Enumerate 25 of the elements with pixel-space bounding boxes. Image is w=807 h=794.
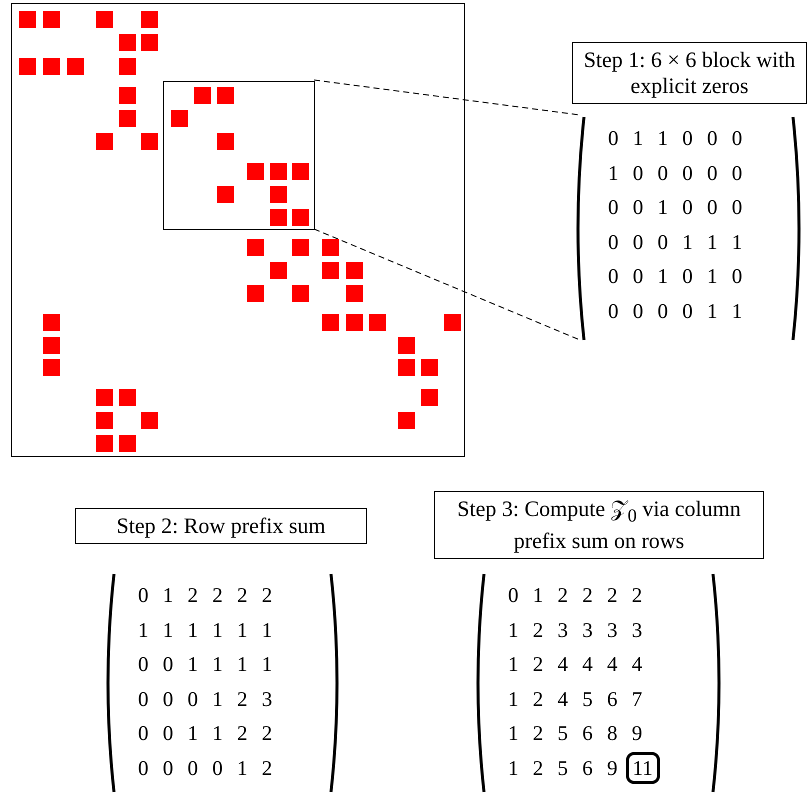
matrix-row-text: 0 0 1 1 2 2 [138,720,272,747]
matrix-row-text: 0 1 2 2 2 2 [138,582,272,609]
matrix-row-text: 0 0 0 1 2 3 [138,686,272,712]
matrix-row-text: 1 2 5 6 8 9 [508,720,642,747]
matrix-row-text: 0 0 1 0 1 0 [608,263,742,290]
matrix-row-text: 1 2 4 4 4 4 [508,651,642,678]
step-title: Step 2: Row prefix sum [75,508,367,544]
matrix-row-text: 1 2 3 3 3 3 [508,616,642,644]
matrix-row-text: 0 0 1 0 0 0 [608,194,742,221]
matrix-row-text: 0 0 0 1 1 1 [608,228,742,256]
matrix-row-text: 0 0 0 0 1 2 [138,754,272,782]
matrix-row-text: 0 1 1 0 0 0 [608,125,742,152]
highlighted-entry: 11 [626,752,660,784]
leader-line [314,80,580,116]
matrix-row-text: 0 0 0 0 1 1 [608,298,742,324]
step-title: Step 3: Compute 𝒵$_{0}$ via column prefix sum on rows [434,491,764,560]
zoom-rectangle [163,81,315,230]
matrix-row-text: 1 0 0 0 0 0 [608,160,742,186]
matrix-row-text: 1 2 4 5 6 7 [508,686,642,712]
matrix-row-text: 0 0 1 1 1 1 [138,651,272,678]
matrix-row-text: 1 2 5 6 9 [508,754,618,782]
step-title: Step 1: 6 × 6 block with explicit zeros [572,42,807,104]
leader-line [314,228,580,340]
matrix-row-text: 0 1 2 2 2 2 [508,582,642,609]
matrix-row-text: 1 1 1 1 1 1 [138,616,272,644]
